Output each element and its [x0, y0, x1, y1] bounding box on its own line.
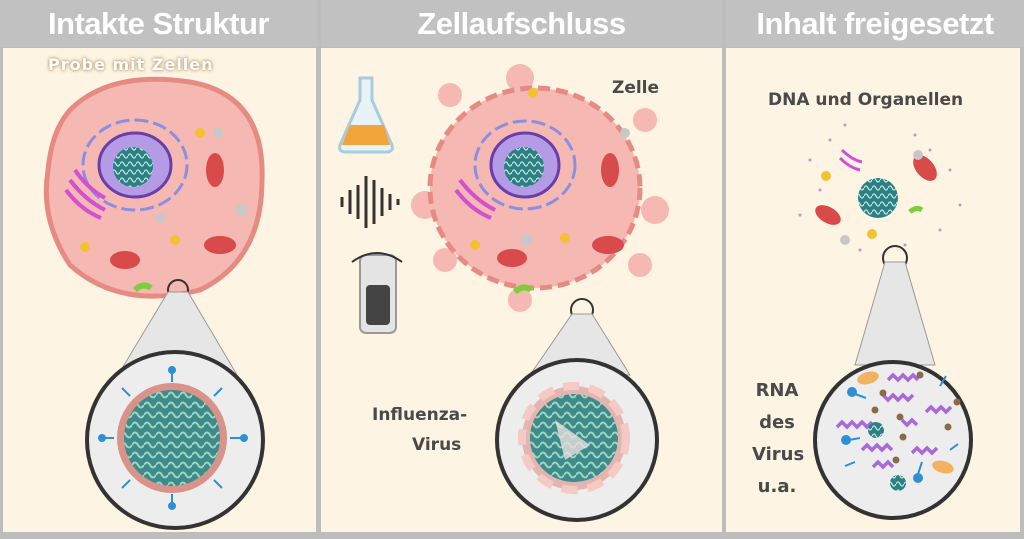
- label-dna-organelles: DNA und Organellen: [768, 90, 964, 110]
- label-rna-line: RNA: [755, 380, 799, 401]
- released-contents: [798, 123, 962, 252]
- bead-tube-icon: [351, 252, 403, 334]
- panel-title-lysis: Zellaufschluss: [321, 0, 722, 47]
- intact-cell: [43, 76, 265, 299]
- lysed-virus-zoom-circle: [495, 358, 659, 522]
- panel-title-intact: Intakte Struktur: [0, 0, 317, 47]
- mitochondrion: [206, 153, 224, 187]
- label-rna-line: des: [759, 412, 795, 433]
- label-cell: Zelle: [612, 78, 660, 98]
- label-rna: RNA des Virus u.a.: [752, 375, 805, 503]
- flask-icon: [338, 76, 394, 154]
- sound-wave-icon: [340, 176, 400, 228]
- label-influenza-2: Virus: [412, 435, 462, 455]
- label-rna-line: Virus: [752, 444, 805, 465]
- label-rna-line: u.a.: [757, 476, 797, 497]
- subtitle-sample: Probe mit Zellen: [48, 55, 214, 74]
- lysing-cell: [411, 64, 669, 312]
- label-influenza-1: Influenza-: [372, 405, 468, 425]
- virus-zoom-circle: [85, 350, 265, 530]
- panel-title-released: Inhalt freigesetzt: [726, 0, 1024, 47]
- rna-zoom-circle: [813, 360, 973, 520]
